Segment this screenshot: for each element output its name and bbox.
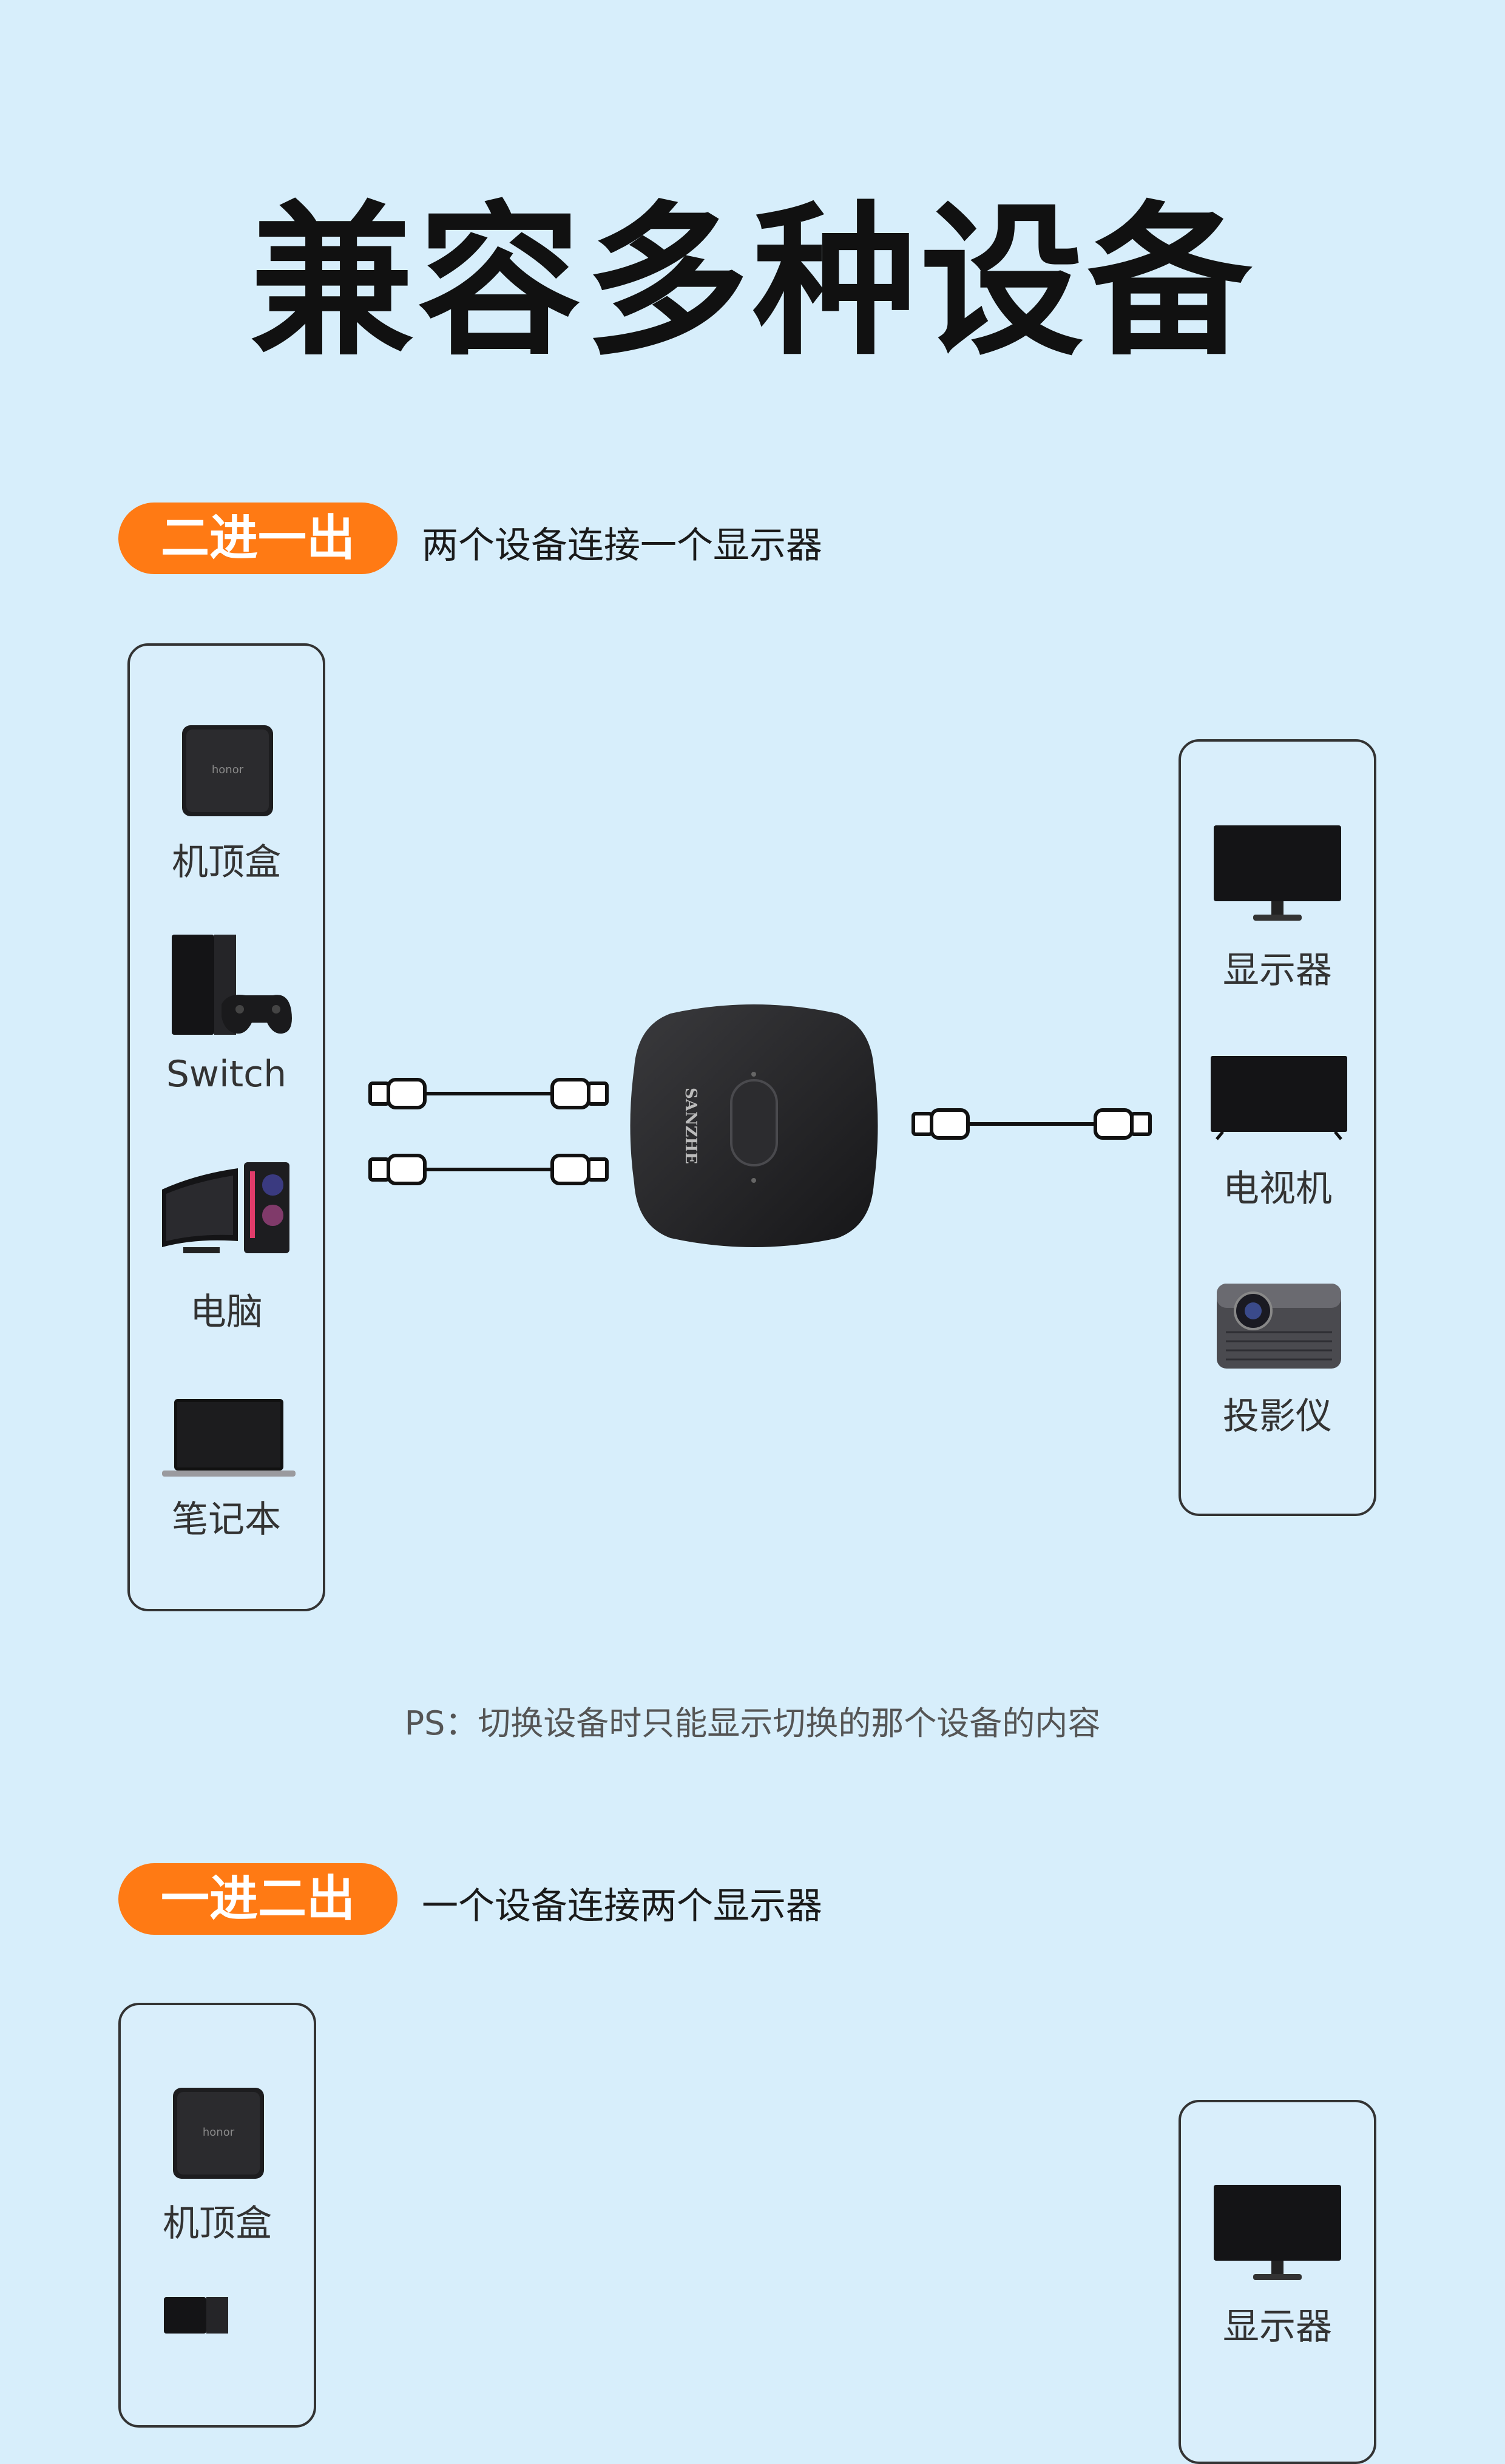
input-label-switch: Switch	[166, 1053, 287, 1095]
output-label-projector: 投影仪	[1223, 1395, 1332, 1438]
section2-badge: 一进二出	[118, 1863, 397, 1935]
output-label-monitor: 显示器	[1223, 949, 1332, 992]
input-label-set-top-box: 机顶盒	[172, 841, 281, 884]
output-label-monitor-2: 显示器	[1223, 2306, 1332, 2348]
output-cable-icon	[911, 1108, 1152, 1140]
section1-description: 两个设备连接一个显示器	[422, 524, 822, 567]
input-label-computer: 电脑	[190, 1291, 263, 1333]
set-top-box-brand-2: honor	[203, 2126, 235, 2139]
monitor-icon	[1214, 2185, 1341, 2280]
input-label-laptop: 笔记本	[172, 1498, 281, 1541]
game-console-icon	[164, 2297, 228, 2334]
projector-icon	[1217, 1284, 1341, 1369]
input-cables-icon	[368, 1078, 609, 1185]
set-top-box-brand: honor	[212, 763, 244, 776]
hdmi-switch-icon: SANZHE	[630, 1004, 878, 1247]
section1-badge: 二进一出	[118, 503, 397, 574]
laptop-icon	[162, 1399, 296, 1477]
section2-description: 一个设备连接两个显示器	[422, 1885, 822, 1928]
switch-brand-text: SANZHE	[681, 1088, 700, 1164]
input-label-set-top-box-2: 机顶盒	[163, 2202, 272, 2245]
desktop-computer-icon	[162, 1162, 289, 1253]
output-label-tv: 电视机	[1223, 1168, 1332, 1210]
tv-icon	[1211, 1056, 1347, 1140]
ps-note: PS：切换设备时只能显示切换的那个设备的内容	[404, 1704, 1101, 1742]
monitor-icon	[1214, 825, 1341, 921]
set-top-box-icon: honor	[182, 725, 273, 816]
page-title: 兼容多种设备	[250, 186, 1255, 377]
set-top-box-icon: honor	[173, 2088, 264, 2179]
game-console-icon	[172, 935, 292, 1035]
